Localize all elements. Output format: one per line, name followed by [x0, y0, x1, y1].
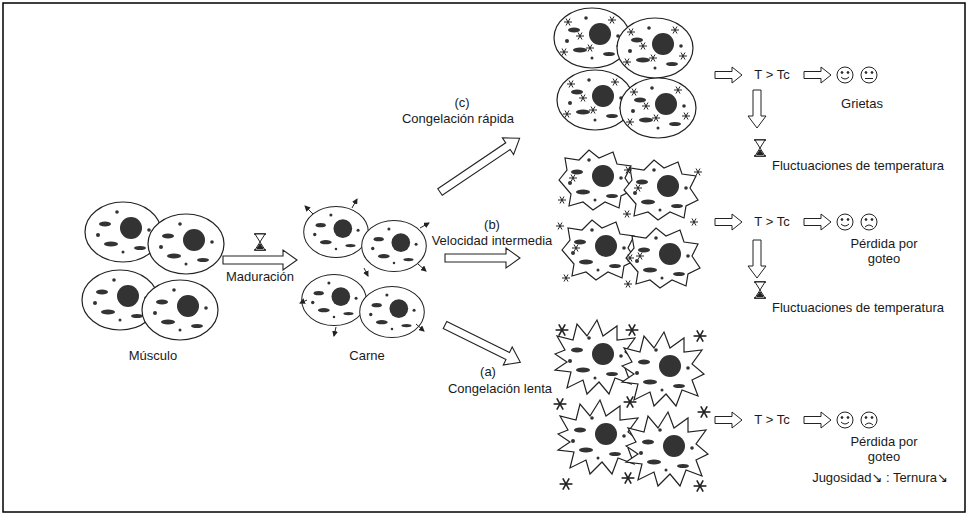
muscle-cells	[82, 202, 224, 340]
hourglass-icon	[254, 234, 266, 250]
annotation-text: Jugosidad↘ : Ternura↘	[812, 470, 948, 485]
annotation-text: T > Tc	[754, 412, 789, 427]
frame-border	[3, 3, 965, 512]
annotation-text: T > Tc	[754, 67, 789, 82]
meat-cells	[302, 207, 427, 338]
annotation-text: Fluctuaciones de temperatura	[772, 158, 944, 173]
cluster-caption: Carne	[349, 348, 384, 363]
hourglass-icon	[754, 140, 766, 156]
hourglass-icon	[754, 282, 766, 298]
annotation-text: Pérdida por goteo	[844, 434, 924, 464]
annotation-text: Pérdida por goteo	[844, 236, 924, 266]
thaw-arrows	[715, 67, 831, 428]
slow-frozen-cells	[554, 320, 711, 492]
annotation-text: Congelación rápida	[402, 111, 514, 126]
cluster-caption: Músculo	[129, 348, 177, 363]
annotation-text: (a)	[480, 364, 496, 379]
rapid-frozen-cells	[554, 8, 696, 138]
annotation-text: Velocidad intermedia	[432, 233, 553, 248]
annotation-text: T > Tc	[754, 214, 789, 229]
cell-cluster: Músculo	[83, 198, 223, 363]
annotation-text: (b)	[484, 217, 500, 232]
intermediate-frozen-cells	[556, 150, 702, 288]
branch-arrows	[434, 130, 525, 371]
hollow-arrow	[223, 250, 297, 270]
cell-cluster: Carne	[297, 198, 437, 363]
annotation-text: Congelación lenta	[448, 381, 552, 396]
water-exit-arrows	[300, 199, 429, 336]
annotation-text: Fluctuaciones de temperatura	[772, 300, 944, 315]
annotation-text: Grietas	[841, 96, 883, 111]
edge-label: Maduración	[226, 269, 294, 284]
annotation-text: (c)	[454, 95, 469, 110]
